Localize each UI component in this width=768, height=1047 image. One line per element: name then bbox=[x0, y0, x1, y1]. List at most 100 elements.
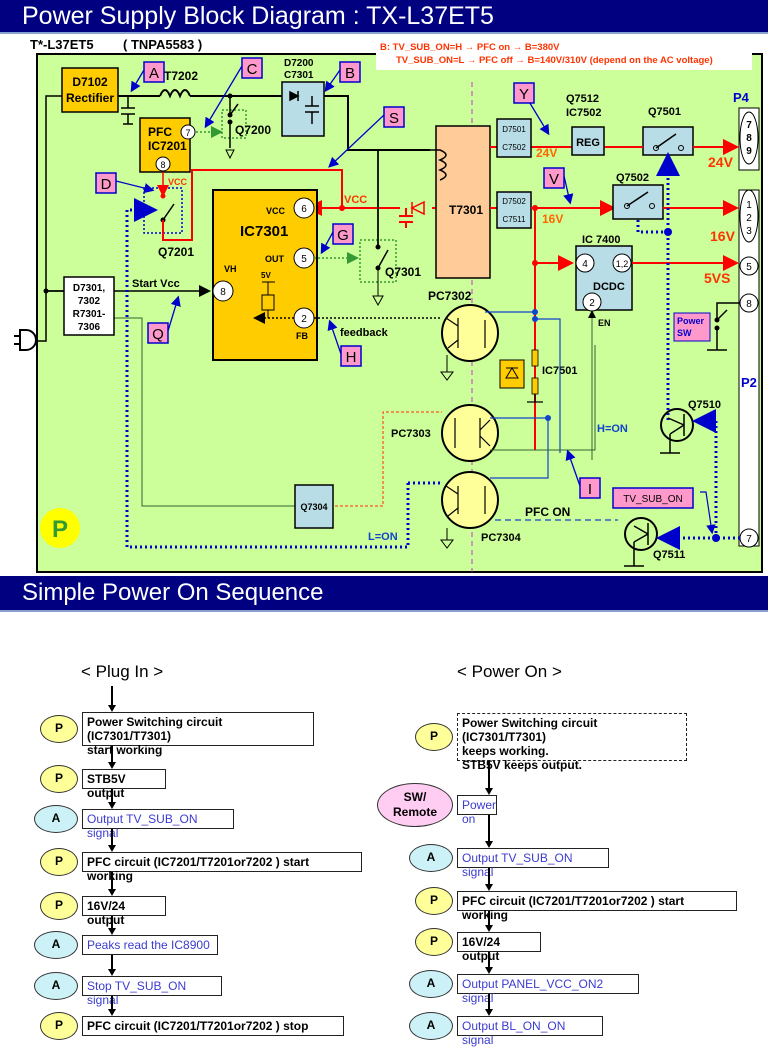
q7304-label: Q7304 bbox=[300, 502, 327, 512]
vcc-pfc-label: VCC bbox=[168, 177, 188, 187]
sequence-step-text: Output BL_ON_ON signal bbox=[462, 1019, 566, 1047]
sequence-connector bbox=[488, 994, 490, 1010]
sequence-title: Simple Power On Sequence bbox=[0, 576, 768, 612]
tv-sub-on-label-box bbox=[612, 487, 694, 509]
l-on-label: L=ON bbox=[368, 531, 398, 543]
sequence-connector bbox=[111, 829, 113, 846]
start-vcc-label: Start Vcc bbox=[132, 278, 180, 290]
sequence-step-text: Output TV_SUB_ON signal bbox=[87, 812, 198, 840]
v5vs-label: 5VS bbox=[704, 270, 730, 286]
pc7303-label: PC7303 bbox=[391, 428, 431, 440]
diode-icon bbox=[289, 90, 300, 102]
callout-s: S bbox=[389, 110, 399, 127]
p2-pin-7-label: 7 bbox=[746, 534, 752, 545]
t7202-label: T7202 bbox=[164, 69, 198, 83]
p2-pin-2: 2 bbox=[746, 213, 752, 224]
sequence-connector bbox=[111, 746, 113, 763]
start-resistor-block bbox=[63, 276, 115, 336]
dcdc-pin-12 bbox=[612, 253, 632, 273]
callout-v-box bbox=[543, 167, 565, 189]
callout-v: V bbox=[549, 171, 559, 188]
sequence-step: Peaks read the IC8900 bbox=[82, 935, 218, 955]
section-p-badge bbox=[40, 508, 80, 548]
start-block-line-4: 7306 bbox=[78, 322, 101, 333]
dcdc-label: DCDC bbox=[593, 281, 625, 293]
power-sw-label-1: Power bbox=[677, 316, 705, 326]
sequence-badge-p: P bbox=[40, 765, 78, 793]
ic7301-vcc-label: VCC bbox=[266, 206, 286, 216]
sequence-arrow-icon bbox=[484, 788, 493, 795]
sequence-step: STB5V output bbox=[82, 769, 166, 800]
q7501-switch bbox=[642, 126, 694, 156]
power-supply-block-diagram: T*-L37ET5 ( TNPA5583 ) B: TV_SUB_ON=H → … bbox=[14, 37, 763, 573]
ic7301-vh-label: VH bbox=[224, 264, 237, 274]
ic7201-label: IC7201 bbox=[148, 139, 187, 153]
pfc-pin-7 bbox=[180, 124, 196, 140]
pfc-on-label: PFC ON bbox=[525, 505, 570, 519]
v16-label-a: 16V bbox=[542, 212, 563, 226]
sequence-connector bbox=[488, 952, 490, 968]
sequence-step-text: STB5V output bbox=[87, 772, 126, 800]
sequence-step: Output PANEL_VCC_ON2 signal bbox=[457, 974, 639, 1005]
power-sw-label-2: SW bbox=[677, 328, 692, 338]
dcdc-pin-12-label: 1,2 bbox=[616, 259, 629, 269]
sequence-arrow-icon bbox=[107, 762, 116, 769]
sequence-arrow-icon bbox=[107, 1009, 116, 1016]
p2-pin-3: 3 bbox=[746, 226, 752, 237]
sequence-connector bbox=[111, 955, 113, 970]
sequence-arrow-icon bbox=[484, 967, 493, 974]
dcdc-pin-2-label: 2 bbox=[589, 298, 595, 309]
sequence-step-text: PFC circuit (IC7201/T7201or7202 ) start … bbox=[462, 894, 685, 922]
sequence-step: Output BL_ON_ON signal bbox=[457, 1016, 603, 1047]
p2-pin-1: 1 bbox=[746, 200, 752, 211]
sequence-step-text: 16V/24 output bbox=[87, 899, 126, 927]
start-block-line-3: R7301- bbox=[73, 309, 106, 320]
p2-connector bbox=[738, 189, 760, 547]
q7502-label: Q7502 bbox=[616, 172, 649, 184]
callout-q-box bbox=[147, 322, 169, 344]
sequence-connector bbox=[488, 868, 490, 885]
pc7304-label: PC7304 bbox=[481, 532, 522, 544]
pfc-label: PFC bbox=[148, 125, 172, 139]
power-sw-label-box bbox=[673, 312, 711, 342]
transformer-coil-icon bbox=[430, 149, 447, 181]
sequence-step: Power on bbox=[457, 795, 497, 826]
ic7301-fb-label: FB bbox=[296, 331, 308, 341]
v24-label-b: 24V bbox=[708, 154, 734, 170]
sequence-connector bbox=[111, 916, 113, 929]
c7502-label: C7502 bbox=[502, 143, 526, 152]
feedback-label: feedback bbox=[340, 327, 389, 339]
sequence-heading: < Plug In > bbox=[81, 662, 164, 681]
c7301-label: C7301 bbox=[284, 70, 314, 81]
callout-b-box bbox=[339, 61, 361, 83]
callout-b: B bbox=[345, 65, 355, 82]
sequence-step-text: Peaks read the IC8900 bbox=[87, 938, 210, 952]
callout-i-box bbox=[579, 477, 601, 499]
pc7304-optocoupler bbox=[441, 471, 499, 529]
p4-pin-9: 9 bbox=[746, 146, 752, 157]
sequence-badge-a: A bbox=[409, 1012, 453, 1040]
start-block-line-1: D7301, bbox=[73, 283, 105, 294]
ic7501-block bbox=[499, 359, 525, 389]
callout-a: A bbox=[149, 65, 159, 82]
dcdc-pin-4-label: 4 bbox=[582, 259, 588, 270]
p2-pin-5-label: 5 bbox=[746, 262, 752, 273]
sequence-arrow-icon bbox=[484, 841, 493, 848]
sequence-badge-swremote: SW/Remote bbox=[377, 783, 453, 827]
c7511-label: C7511 bbox=[503, 215, 527, 224]
callout-s-box bbox=[383, 106, 405, 128]
sequence-step-text: STB5V keeps output. bbox=[462, 758, 583, 772]
t7301-transformer bbox=[435, 125, 491, 279]
sequence-step: Output TV_SUB_ON signal bbox=[457, 848, 609, 879]
sequence-arrow-icon bbox=[484, 925, 493, 932]
sequence-step-text: Stop TV_SUB_ON signal bbox=[87, 979, 187, 1007]
note-line-1: B: TV_SUB_ON=H → PFC on → B=380V bbox=[380, 42, 560, 53]
sequence-step-text: keeps working. bbox=[462, 744, 549, 758]
sequence-connector bbox=[488, 911, 490, 926]
pfc-pin-7-label: 7 bbox=[185, 128, 190, 138]
callout-d: D bbox=[101, 176, 112, 193]
ic7301-pin-6 bbox=[293, 197, 315, 219]
callout-pointer bbox=[130, 69, 145, 93]
q7512-label: Q7512 bbox=[566, 93, 599, 105]
p2-label: P2 bbox=[741, 375, 757, 390]
